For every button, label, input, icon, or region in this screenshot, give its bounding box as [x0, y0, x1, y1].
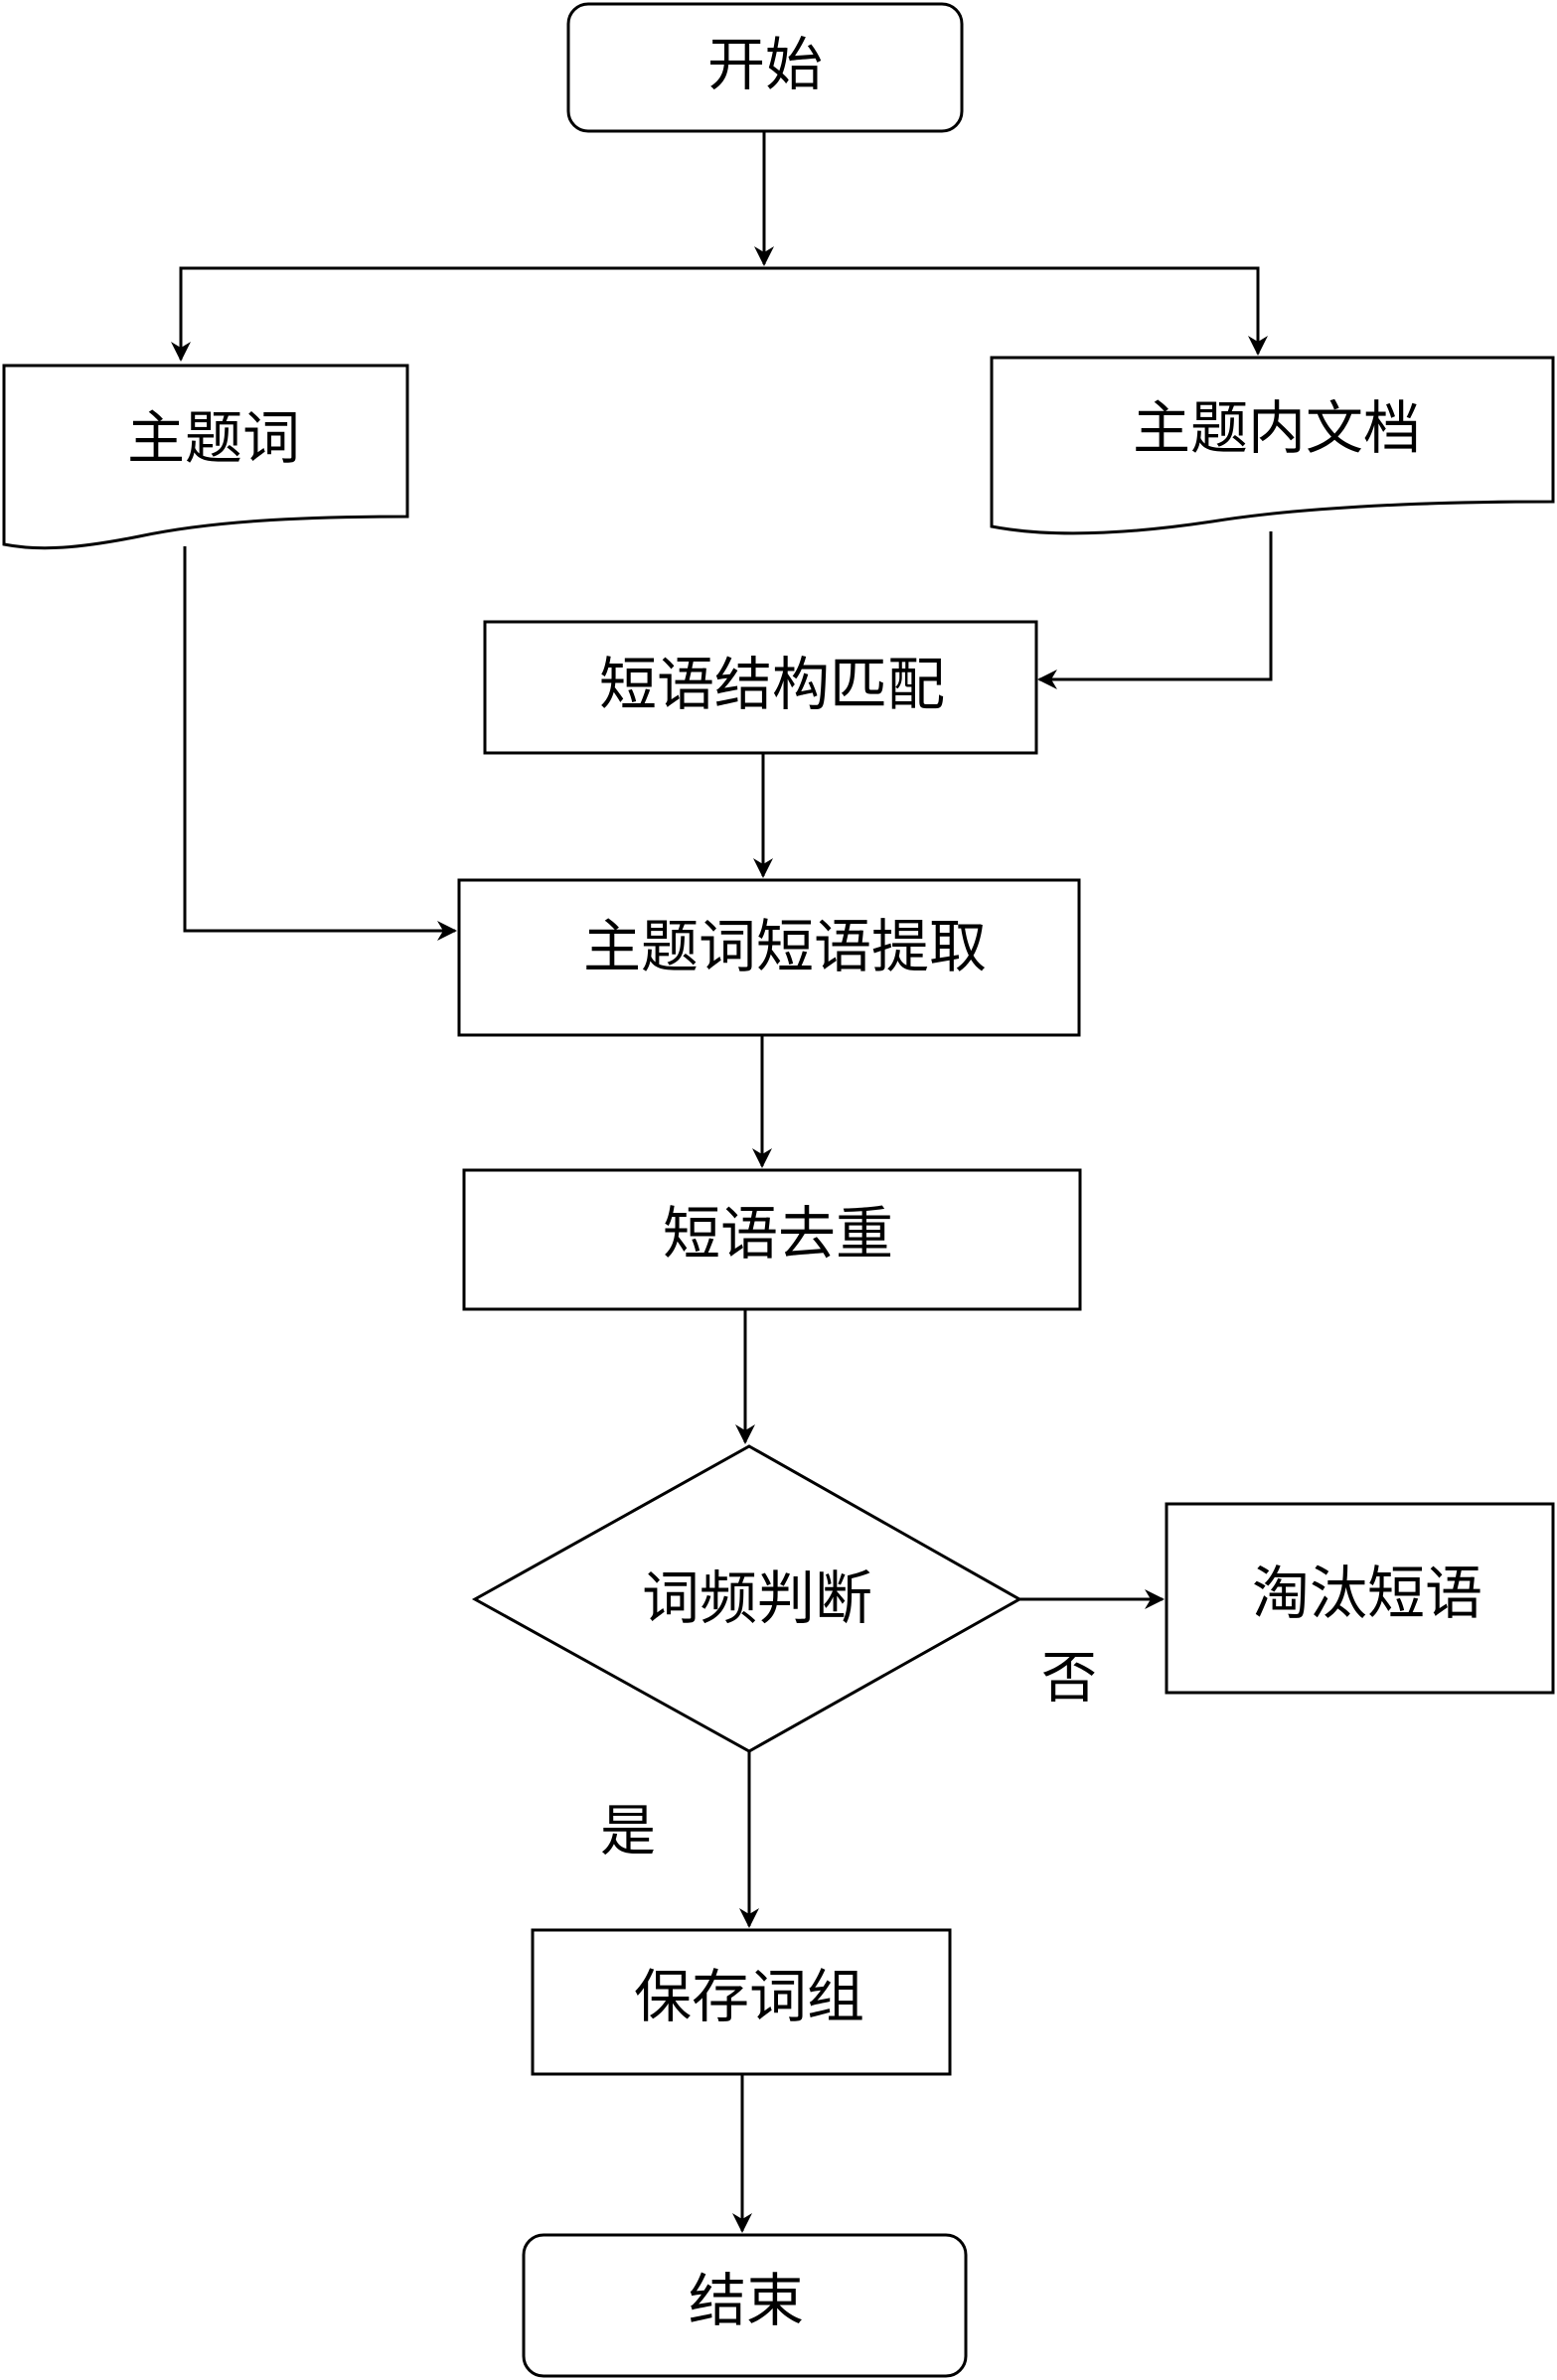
phrase-match-label: 短语结构匹配: [599, 651, 945, 718]
edge-keyword-to-extract: [183, 546, 457, 941]
edge-label-yes: 是: [600, 1800, 656, 1864]
topic-docs-document-node: 主题内文档: [990, 356, 1555, 535]
edge-split-to-keyword: [171, 266, 764, 362]
start-label: 开始: [707, 31, 823, 98]
phrase-extract-node: 主题词短语提取: [457, 878, 1081, 1037]
edge-label-no: 否: [1041, 1647, 1097, 1711]
edge-topic-docs-to-phrase-match: [1037, 531, 1273, 689]
end-label: 结束: [689, 2267, 804, 2334]
topic-docs-label: 主题内文档: [1133, 394, 1421, 462]
end-node: 结束: [522, 2233, 968, 2378]
phrase-match-node: 短语结构匹配: [483, 620, 1038, 755]
freq-check-decision-node: 词频判断: [471, 1444, 1023, 1753]
dedup-label: 短语去重: [663, 1200, 893, 1267]
keyword-label: 主题词: [127, 404, 300, 472]
discard-label: 淘汰短语: [1252, 1560, 1482, 1627]
freq-check-label: 词频判断: [642, 1564, 872, 1632]
keyword-document-node: 主题词: [2, 364, 409, 550]
discard-node: 淘汰短语: [1165, 1502, 1555, 1695]
edge-split-to-topic-docs: [764, 266, 1268, 356]
save-node: 保存词组: [531, 1928, 952, 2076]
dedup-node: 短语去重: [462, 1168, 1082, 1311]
start-node: 开始: [566, 2, 964, 133]
save-label: 保存词组: [634, 1963, 864, 2030]
phrase-extract-label: 主题词短语提取: [583, 913, 987, 980]
